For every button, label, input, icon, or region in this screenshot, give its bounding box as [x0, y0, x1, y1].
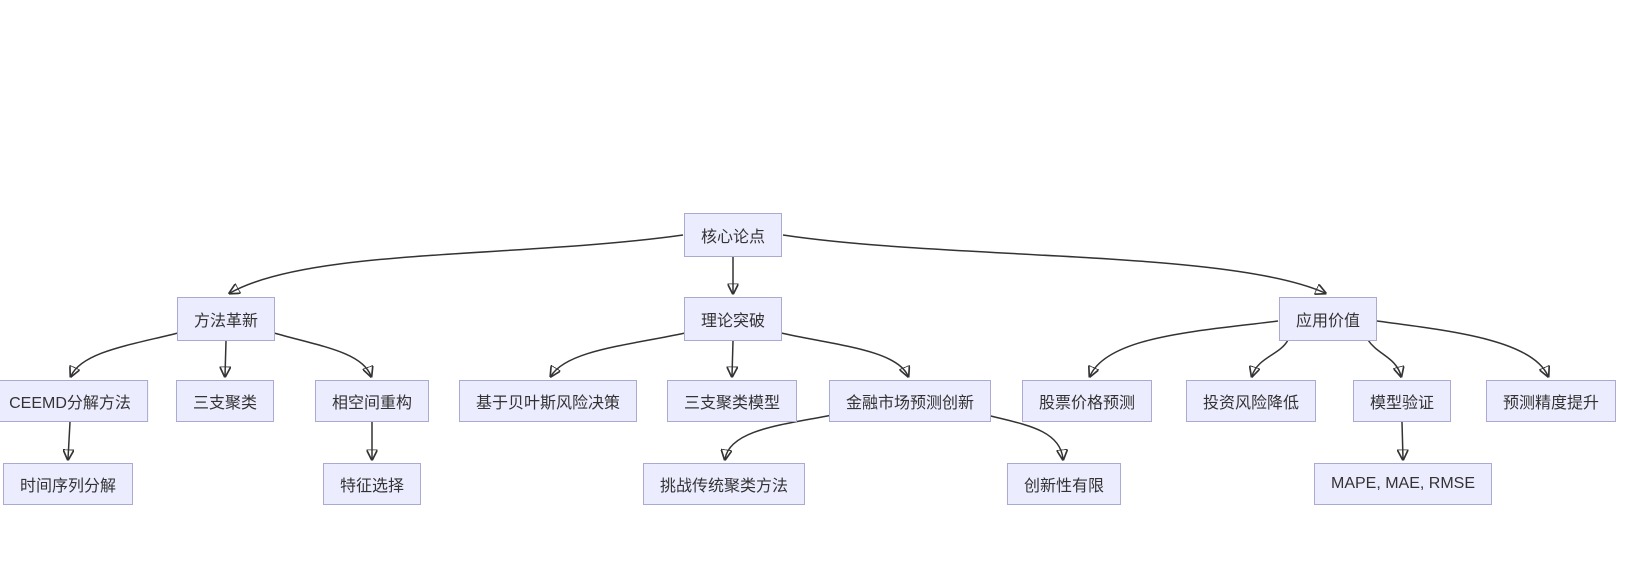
node-prediction-accuracy-improvement: 预测精度提升	[1485, 380, 1617, 422]
edge-theory-finance	[780, 332, 908, 376]
node-stock-price-prediction: 股票价格预测	[1021, 380, 1153, 422]
edge-validate-mape	[1402, 421, 1403, 459]
node-feature-selection: 特征选择	[322, 463, 422, 505]
node-phase-space-reconstruction: 相空间重构	[314, 380, 430, 422]
edge-finance-limited	[982, 413, 1063, 459]
edge-ceemd-tsdecomp	[68, 421, 70, 459]
node-three-way-clustering-model: 三支聚类模型	[666, 380, 798, 422]
node-ceemd-decomposition: CEEMD分解方法	[0, 380, 148, 422]
edge-value-stock	[1090, 320, 1279, 376]
edge-theory-threemodel	[732, 340, 733, 376]
edge-method-three	[225, 340, 226, 376]
node-bayesian-risk-decision: 基于贝叶斯风险决策	[458, 380, 638, 422]
node-method-innovation: 方法革新	[176, 297, 276, 341]
node-theory-breakthrough: 理论突破	[683, 297, 783, 341]
node-model-validation: 模型验证	[1352, 380, 1452, 422]
edge-core-value	[782, 234, 1325, 293]
node-three-way-clustering: 三支聚类	[175, 380, 275, 422]
node-investment-risk-reduction: 投资风险降低	[1185, 380, 1317, 422]
node-time-series-decomposition: 时间序列分解	[2, 463, 134, 505]
edge-value-precision	[1376, 320, 1548, 376]
node-application-value: 应用价值	[1278, 297, 1378, 341]
edge-method-phase	[273, 332, 371, 376]
node-core-thesis: 核心论点	[683, 213, 783, 257]
edge-method-ceemd	[71, 332, 179, 376]
edge-core-method	[230, 234, 684, 293]
edge-value-validate	[1367, 339, 1401, 376]
node-financial-forecast-innovation: 金融市场预测创新	[828, 380, 992, 422]
edge-finance-challenge	[725, 413, 838, 459]
edge-theory-bayes	[551, 332, 686, 376]
edge-value-risk	[1252, 339, 1289, 376]
node-challenge-traditional-clustering: 挑战传统聚类方法	[642, 463, 806, 505]
node-limited-innovation: 创新性有限	[1006, 463, 1122, 505]
node-metrics-mape-mae-rmse: MAPE, MAE, RMSE	[1313, 463, 1493, 505]
